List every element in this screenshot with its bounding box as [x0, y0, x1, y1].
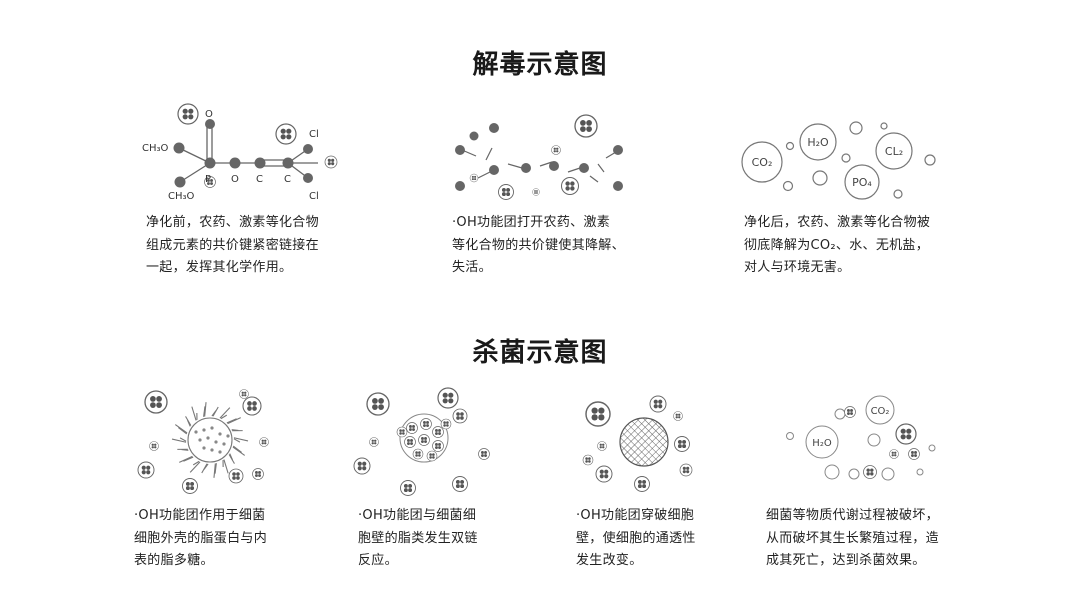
- label-ch3o-top: CH₃O: [142, 143, 169, 154]
- bacterium-spike: [226, 418, 237, 424]
- bacterium-spike: [179, 437, 187, 442]
- label-cl-bottom: Cl: [309, 191, 319, 202]
- bacterium-spike: [232, 446, 246, 456]
- bacterium-spike: [203, 406, 206, 417]
- bacterium-spike: [191, 406, 197, 421]
- bacterium-spike: [185, 416, 192, 426]
- bacterium-spike: [201, 463, 208, 474]
- bacterium-spike: [192, 460, 200, 466]
- bacterium-spike: [220, 414, 228, 420]
- label-cl-top: Cl: [309, 129, 319, 140]
- label-p: P: [205, 174, 211, 185]
- bacterium-spike: [171, 438, 187, 443]
- bacterium-spike: [204, 402, 207, 417]
- label-co2: CO₂: [752, 156, 773, 169]
- bacterium-spike: [214, 463, 217, 474]
- bacterium-spike: [223, 459, 229, 474]
- label-c2: C: [284, 174, 291, 185]
- caption-sterilize-stage4: 细菌等物质代谢过程被破坏， 从而破坏其生长繁殖过程，造 成其死亡，达到杀菌效果。: [766, 508, 939, 568]
- label-sterilize-co2: CO₂: [871, 406, 890, 417]
- caption-detox-before: 净化前，农药、激素等化合物 组成元素的共价键紧密链接在 一起，发挥其化学作用。: [146, 215, 319, 275]
- label-o-top: O: [205, 109, 213, 120]
- sterilize-diagram-title: 杀菌示意图: [472, 338, 608, 368]
- label-sterilize-h2o: H₂O: [812, 438, 832, 449]
- molecule-before-figure: CH₃O CH₃O O P O C C Cl Cl: [142, 103, 338, 202]
- bacterium-spike: [174, 424, 188, 434]
- bacterium-spike: [233, 438, 241, 443]
- degradation-products-figure: CO₂ H₂O CL₂ PO₄: [741, 121, 936, 200]
- bacterium-spike: [228, 454, 235, 464]
- label-c1: C: [256, 174, 263, 185]
- caption-sterilize-stage3: ·OH功能团穿破细胞 壁，使细胞的通透性 发生改变。: [576, 508, 696, 568]
- bacterium-spike: [212, 406, 219, 417]
- caption-detox-after: 净化后，农药、激素等化合物被 彻底降解为CO₂、水、无机盐， 对人与环境无害。: [744, 215, 931, 275]
- bacterium-spike: [213, 463, 216, 478]
- bacterium-spike: [178, 427, 188, 435]
- label-cl2: CL₂: [885, 145, 903, 158]
- caption-sterilize-stage2: ·OH功能团与细菌细 胞壁的脂类发生双链 反应。: [358, 508, 478, 568]
- bacterium-stage2-figure: [353, 387, 490, 496]
- label-o-mid: O: [231, 174, 239, 185]
- bacterium-stage1-figure: [137, 389, 269, 494]
- bacterium-spike: [179, 455, 193, 463]
- bond-breaking-figure: [455, 114, 623, 200]
- bacterium-spike: [219, 407, 231, 419]
- bacterium-spike: [183, 456, 194, 462]
- bacterium-spike: [227, 417, 241, 425]
- bacterium-spike: [232, 445, 242, 453]
- detox-diagram-title: 解毒示意图: [472, 50, 608, 80]
- label-ch3o-bottom: CH₃O: [168, 191, 195, 202]
- caption-sterilize-stage1: ·OH功能团作用于细菌 细胞外壳的脂蛋白与内 表的脂多糖。: [134, 508, 268, 568]
- label-h2o: H₂O: [807, 136, 829, 149]
- bacterium-spike: [233, 437, 249, 442]
- bacterium-stage4-figure: CO₂ H₂O: [786, 395, 936, 481]
- caption-detox-during: ·OH功能团打开农药、激素 等化合物的共价键使其降解、 失活。: [452, 215, 625, 275]
- bacterium-stage3-figure: [582, 395, 693, 492]
- bacterium-spike: [189, 461, 201, 473]
- label-po4: PO₄: [852, 176, 872, 189]
